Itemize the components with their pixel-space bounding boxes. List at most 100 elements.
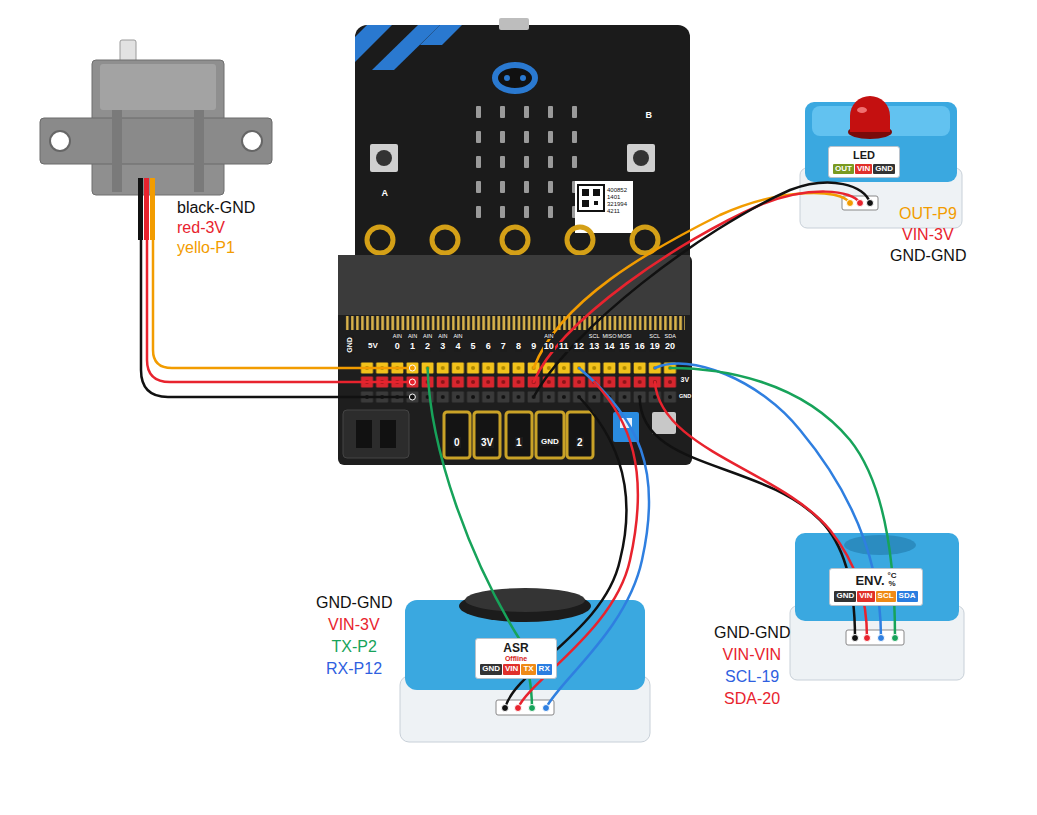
wire-red	[534, 192, 860, 382]
microbit-board	[355, 18, 690, 275]
rail-label: 3V	[680, 376, 691, 384]
pin-number: 2	[424, 342, 431, 352]
servo-wire-red	[144, 178, 149, 240]
led-matrix	[467, 100, 587, 225]
pin-name: VIN	[503, 664, 520, 675]
pin-name: SCL	[876, 591, 896, 602]
pin-mapping-callout: red-3V	[176, 219, 226, 237]
pin-number: 19	[649, 342, 661, 352]
pad-label: GND	[540, 438, 560, 447]
wire-black	[505, 397, 626, 708]
pin-number: 12	[573, 342, 585, 352]
module-name: ENV.	[855, 574, 884, 588]
audio-jack	[343, 410, 409, 458]
led-highlight	[857, 107, 867, 113]
edge-teeth	[345, 316, 685, 330]
pin-name: GND	[873, 164, 895, 175]
pin-function: AIN	[407, 333, 418, 339]
logo-dot	[504, 75, 510, 81]
pin-function: AIN	[543, 333, 554, 339]
logo-dot	[520, 75, 526, 81]
gold-pad	[502, 227, 528, 253]
plate-title: LED	[853, 150, 875, 162]
pin-row: GNDVINSCLSDA	[834, 591, 917, 602]
pin-number: 16	[634, 342, 646, 352]
servo-rib	[194, 110, 204, 192]
usb-port	[652, 412, 676, 434]
servo-rib	[112, 110, 122, 192]
pin-mapping-callout: yello-P1	[176, 239, 236, 257]
pad-label: 3V	[480, 437, 494, 448]
servo-wire-black	[138, 178, 143, 240]
pin-label: GND	[346, 336, 354, 354]
pin-function: SCL	[588, 333, 601, 339]
module-label-plate: ENV.°C%GNDVINSCLSDA	[829, 568, 922, 606]
pin-function: AIN	[452, 333, 463, 339]
pin-name: VIN	[857, 591, 874, 602]
mount-hole	[242, 131, 262, 151]
pin-mapping-callout: TX-P2	[331, 638, 378, 656]
wire-black	[640, 397, 855, 638]
wire-red	[147, 238, 412, 382]
pin-number: 5	[470, 342, 477, 352]
blue-stripe	[372, 25, 440, 70]
pin-number: 1	[409, 342, 416, 352]
pad-label: 1	[515, 437, 523, 448]
pin-mapping-callout: GND-GND	[315, 594, 393, 612]
plate-header: LED	[853, 150, 875, 162]
pad-label: 2	[576, 437, 584, 448]
pin-number: 13	[588, 342, 600, 352]
pin-number: 8	[515, 342, 522, 352]
module-label-plate: ASROfflineGNDVINTXRX	[475, 638, 556, 679]
wire-end	[892, 635, 899, 642]
pin-name: VIN	[855, 164, 872, 175]
serial-number: 400852	[606, 187, 628, 194]
gold-pad	[632, 227, 658, 253]
wire-end	[867, 200, 874, 207]
pin-number: 7	[500, 342, 507, 352]
serial-number: 1401	[606, 194, 621, 201]
wire-end	[864, 635, 871, 642]
connector-housing	[842, 196, 878, 210]
pin-number: 11	[558, 342, 570, 352]
pin-function: MISO	[601, 333, 617, 339]
wire-black	[141, 238, 412, 397]
jack-slot	[380, 420, 396, 448]
wire-black	[534, 183, 870, 397]
pin-name: TX	[521, 664, 535, 675]
module-top	[795, 533, 959, 621]
servo-top	[100, 64, 216, 110]
button-label: B	[645, 111, 654, 121]
plate-title: ENV.	[855, 574, 884, 588]
module-name: LED	[853, 150, 875, 162]
wire-blue	[655, 363, 881, 638]
pin-function: MOSI	[617, 333, 633, 339]
qr-cell	[594, 201, 598, 205]
wire-end	[529, 705, 536, 712]
button-label: A	[381, 189, 390, 199]
pin-name: GND	[834, 591, 856, 602]
serial-number: 321994	[606, 201, 628, 208]
module-subtitle: Offline	[505, 655, 527, 662]
pin-mapping-callout: VIN-3V	[327, 616, 381, 634]
usb-connector	[499, 18, 529, 30]
pin-number: 3	[439, 342, 446, 352]
plate-header: ASROffline	[503, 642, 528, 662]
button-a	[370, 144, 398, 172]
gold-pad	[432, 227, 458, 253]
blue-stripe	[420, 25, 462, 45]
plate-title: ASROffline	[503, 642, 528, 662]
qr-code	[578, 185, 604, 211]
gold-pad	[567, 227, 593, 253]
led-dome	[850, 96, 890, 132]
connector-housing	[496, 700, 554, 715]
pin-mapping-callout: VIN-VIN	[722, 646, 783, 664]
pad-label: 0	[453, 437, 461, 448]
pin-mapping-callout: GND-GND	[889, 247, 967, 265]
pin-number: 10	[543, 342, 555, 352]
serial-number: 4211	[606, 208, 621, 215]
pin-number: 9	[530, 342, 537, 352]
